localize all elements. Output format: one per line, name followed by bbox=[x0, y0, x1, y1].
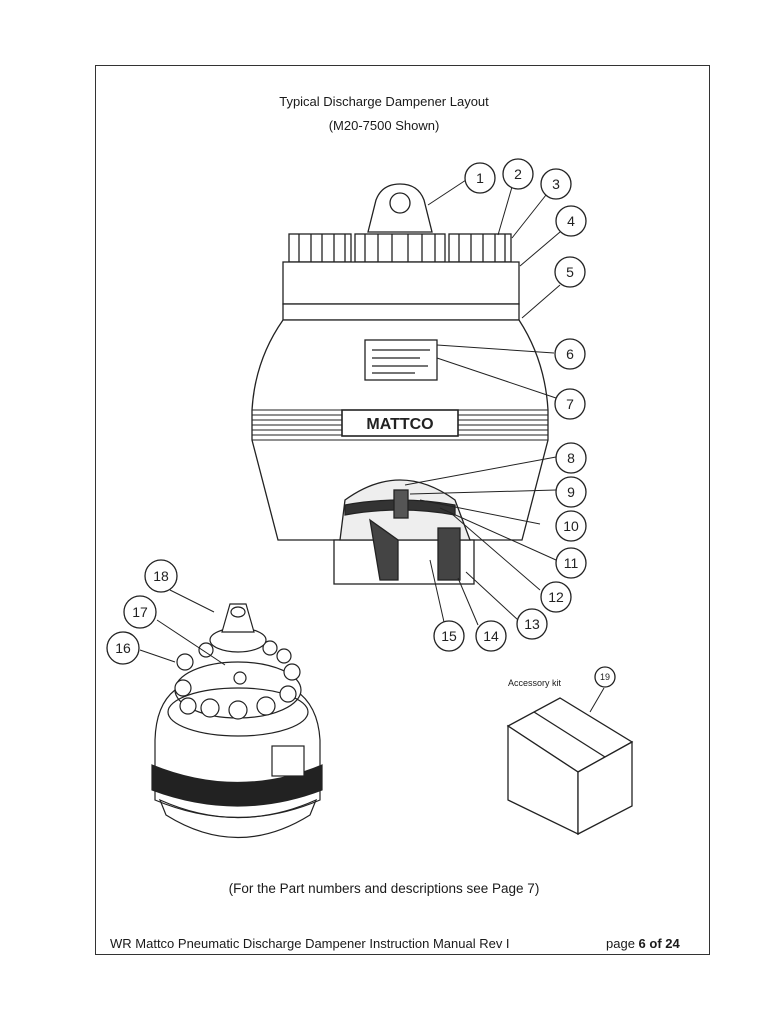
accessory-box bbox=[506, 687, 634, 836]
callout-number-14: 14 bbox=[483, 628, 499, 644]
callout-number-7: 7 bbox=[566, 396, 574, 412]
top-flange bbox=[282, 261, 520, 305]
callout-circle-11 bbox=[555, 547, 587, 579]
callout-number-11: 11 bbox=[564, 555, 579, 571]
callout-circle-15 bbox=[433, 620, 465, 652]
callout-number-18: 18 bbox=[153, 568, 169, 584]
callout-circle-12 bbox=[540, 581, 572, 613]
callout-number-9: 9 bbox=[567, 484, 575, 500]
callout-number-17: 17 bbox=[132, 604, 148, 620]
figure-title: Typical Discharge Dampener Layout bbox=[279, 94, 489, 109]
callout-number-1: 1 bbox=[476, 170, 484, 186]
callout-circle-13 bbox=[516, 608, 548, 640]
parts-note: (For the Part numbers and descriptions s… bbox=[228, 881, 540, 896]
nameplate bbox=[364, 339, 438, 381]
callout-circle-6 bbox=[554, 338, 586, 370]
isometric-dampener bbox=[139, 589, 323, 838]
callout-circle-18 bbox=[144, 559, 178, 593]
callout-number-19: 19 bbox=[600, 672, 610, 682]
callout-number-15: 15 bbox=[441, 628, 457, 644]
callout-number-16: 16 bbox=[115, 640, 131, 656]
callout-circle-7 bbox=[554, 388, 586, 420]
callout-circle-17 bbox=[123, 595, 157, 629]
callout-number-4: 4 bbox=[567, 213, 575, 229]
leader-lines bbox=[404, 179, 561, 626]
iso-nuts bbox=[174, 640, 301, 720]
callout-circle-16 bbox=[106, 631, 140, 665]
footer-page-number: page 6 of 24 bbox=[606, 936, 680, 951]
callout-number-3: 3 bbox=[552, 176, 560, 192]
brand-plate bbox=[341, 409, 459, 437]
top-nuts bbox=[288, 233, 512, 263]
callout-number-12: 12 bbox=[548, 589, 564, 605]
callout-circle-4 bbox=[555, 205, 587, 237]
lifting-eye bbox=[367, 183, 433, 233]
callout-number-13: 13 bbox=[524, 616, 540, 632]
callout-circle-2 bbox=[502, 158, 534, 190]
callout-circle-14 bbox=[475, 620, 507, 652]
callout-number-6: 6 bbox=[566, 346, 574, 362]
callout-number-5: 5 bbox=[566, 264, 574, 280]
callout-number-10: 10 bbox=[563, 518, 579, 534]
callout-circle-8 bbox=[555, 442, 587, 474]
callout-circle-3 bbox=[540, 168, 572, 200]
brand-plate-text: MATTCO bbox=[366, 416, 433, 433]
callout-number-8: 8 bbox=[567, 450, 575, 466]
callout-circle-5 bbox=[554, 256, 586, 288]
footer-manual-title: WR Mattco Pneumatic Discharge Dampener I… bbox=[110, 936, 510, 951]
figure-subtitle: (M20-7500 Shown) bbox=[328, 118, 440, 133]
callout-circle-19 bbox=[594, 666, 616, 688]
accessory-kit-label: Accessory kit bbox=[508, 678, 562, 688]
callout-circle-1 bbox=[464, 162, 496, 194]
callout-circle-10 bbox=[555, 510, 587, 542]
page-border bbox=[95, 65, 710, 955]
callout-number-2: 2 bbox=[514, 166, 522, 182]
callout-circle-9 bbox=[555, 476, 587, 508]
